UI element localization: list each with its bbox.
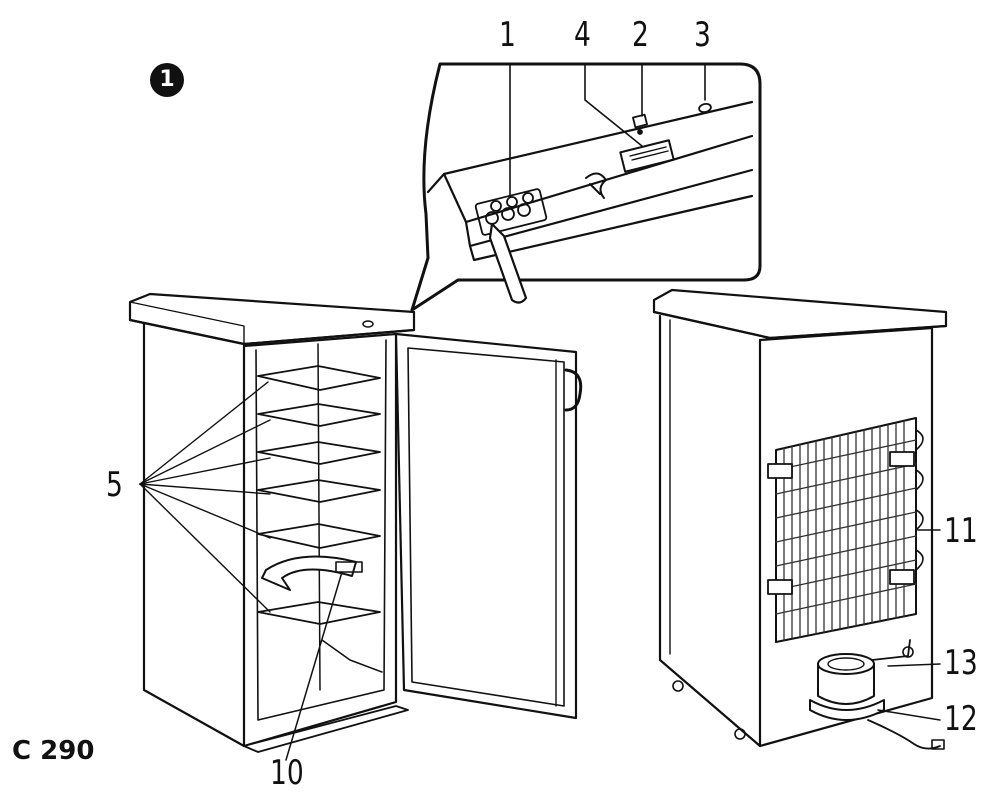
switch-2 [632, 113, 648, 129]
model-label: C 290 [12, 736, 95, 766]
door-handle [564, 368, 583, 412]
open-door [394, 332, 578, 720]
callout-12: 12 [944, 699, 978, 739]
rear-refrigerator [652, 288, 948, 750]
pointer-finger [488, 222, 528, 304]
power-cord [867, 719, 941, 750]
callout-11: 11 [944, 511, 978, 551]
shelves [257, 365, 381, 625]
panel-hook [585, 172, 607, 199]
defrost-arrow [261, 555, 357, 591]
condenser-grille [775, 417, 917, 643]
indicator-3 [698, 102, 712, 114]
callout-2: 2 [632, 15, 649, 55]
callout-1: 1 [499, 15, 516, 55]
figure-number-badge: 1 [150, 63, 184, 97]
control-panel-inset [410, 62, 762, 312]
front-refrigerator [128, 292, 583, 761]
callout-5-leaders [139, 381, 271, 613]
callout-4: 4 [574, 15, 591, 55]
callout-3: 3 [694, 15, 711, 55]
compressor [809, 653, 885, 721]
display-window [619, 139, 675, 173]
callout-5: 5 [106, 465, 123, 505]
callout-13: 13 [944, 643, 978, 683]
callout-10: 10 [270, 753, 304, 793]
